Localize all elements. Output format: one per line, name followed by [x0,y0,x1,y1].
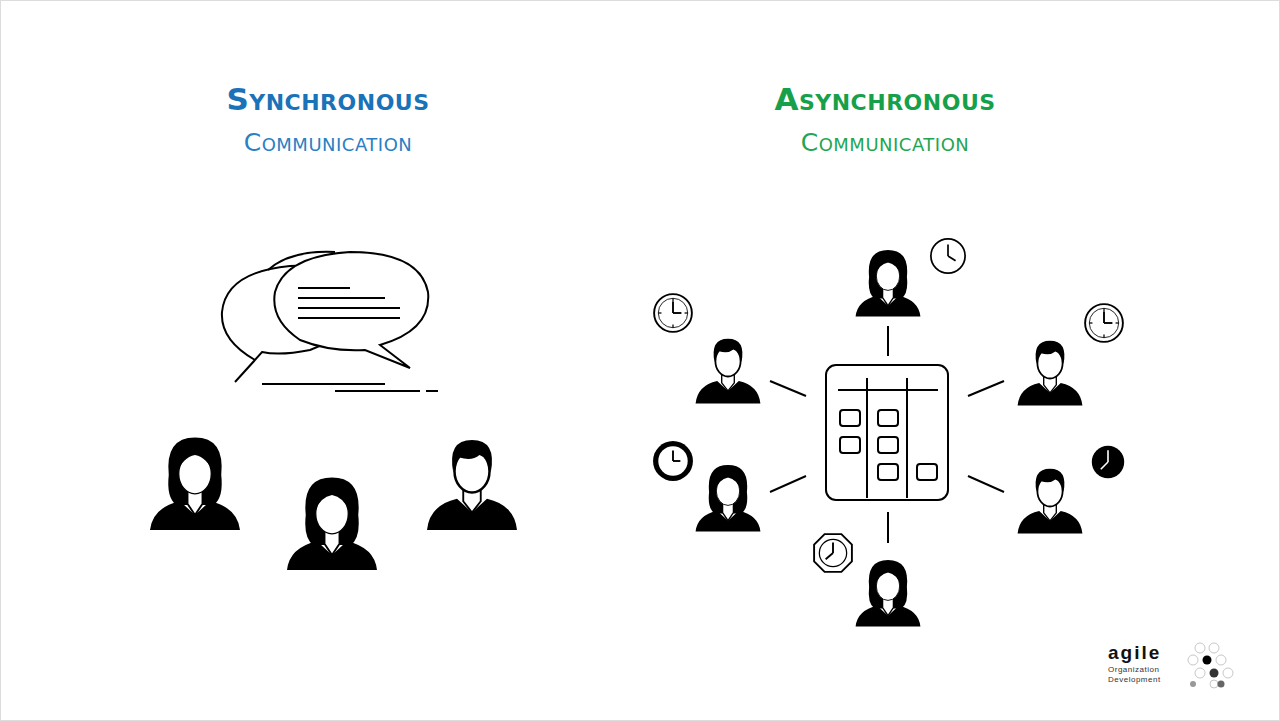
person [287,478,377,571]
clock-icon [654,294,692,332]
person [856,250,921,317]
speech-bubbles [222,252,438,391]
heading-word: Communication [801,130,970,155]
person [856,560,921,627]
heading-word: Asynchronous [774,84,995,115]
logo-subtext: Development [1108,676,1161,684]
person [696,465,761,532]
heading-word: Synchronous [226,84,429,115]
person [150,438,240,531]
heading-word: Communication [244,130,413,155]
logo-text: agile [1108,643,1161,662]
clock-icon [653,441,693,481]
clock-icon [1092,446,1124,478]
person [427,440,517,530]
spoke-lines [770,326,1004,543]
logo-mark [1188,643,1233,688]
task-board [826,365,948,500]
clock-icon [814,534,852,572]
person [696,339,761,404]
clock-icon [931,239,965,273]
person [1018,469,1083,534]
logo-subtext: Organization [1108,666,1159,674]
person [1018,341,1083,406]
clock-icon [1085,304,1123,342]
